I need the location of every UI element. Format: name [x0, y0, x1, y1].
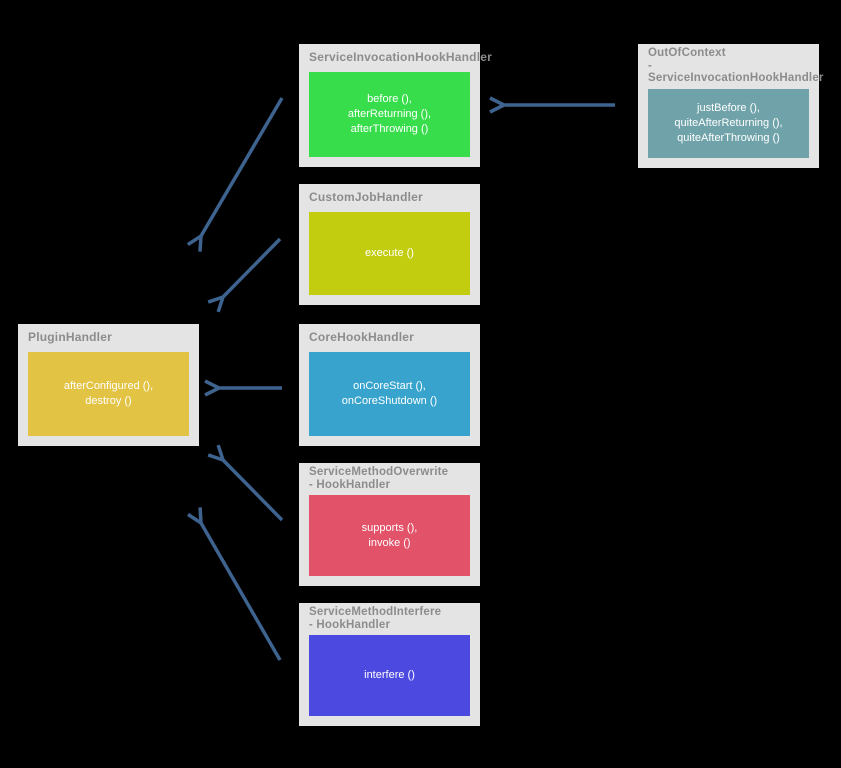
node-service-method-overwrite: ServiceMethodOverwrite - HookHandler sup… [299, 463, 480, 586]
node-plugin-handler: PluginHandler afterConfigured (), destro… [18, 324, 199, 446]
node-title: ServiceMethodOverwrite - HookHandler [309, 466, 449, 491]
node-methods: before (), afterReturning (), afterThrow… [309, 72, 470, 157]
node-service-invocation-hook-handler: ServiceInvocationHookHandler before (), … [299, 44, 492, 167]
node-title: CoreHookHandler [309, 330, 415, 344]
node-methods: afterConfigured (), destroy () [28, 352, 189, 436]
node-core-hook-handler: CoreHookHandler onCoreStart (), onCoreSh… [299, 324, 480, 446]
node-methods: onCoreStart (), onCoreShutdown () [309, 352, 470, 436]
node-title: OutOfContext - ServiceInvocationHookHand… [648, 47, 824, 84]
node-custom-job-handler: CustomJobHandler execute () [299, 184, 480, 305]
node-methods: supports (), invoke () [309, 495, 470, 576]
node-title: PluginHandler [28, 330, 112, 344]
arrow-service-method-interfere-to-plugin-handler [201, 523, 282, 661]
node-title: ServiceMethodInterfere - HookHandler [309, 606, 442, 631]
arrow-custom-job-to-plugin-handler [223, 237, 282, 297]
arrow-service-invocation-to-plugin-handler [201, 97, 284, 236]
node-out-of-context: OutOfContext - ServiceInvocationHookHand… [638, 44, 824, 168]
node-title: ServiceInvocationHookHandler [309, 50, 492, 64]
node-methods: justBefore (), quiteAfterReturning (), q… [648, 88, 809, 158]
node-methods: interfere () [309, 635, 470, 716]
arrow-service-method-overwrite-to-plugin-handler [223, 460, 284, 522]
node-methods: execute () [309, 212, 470, 295]
node-title: CustomJobHandler [309, 190, 423, 204]
node-service-method-interfere: ServiceMethodInterfere - HookHandler int… [299, 603, 480, 726]
